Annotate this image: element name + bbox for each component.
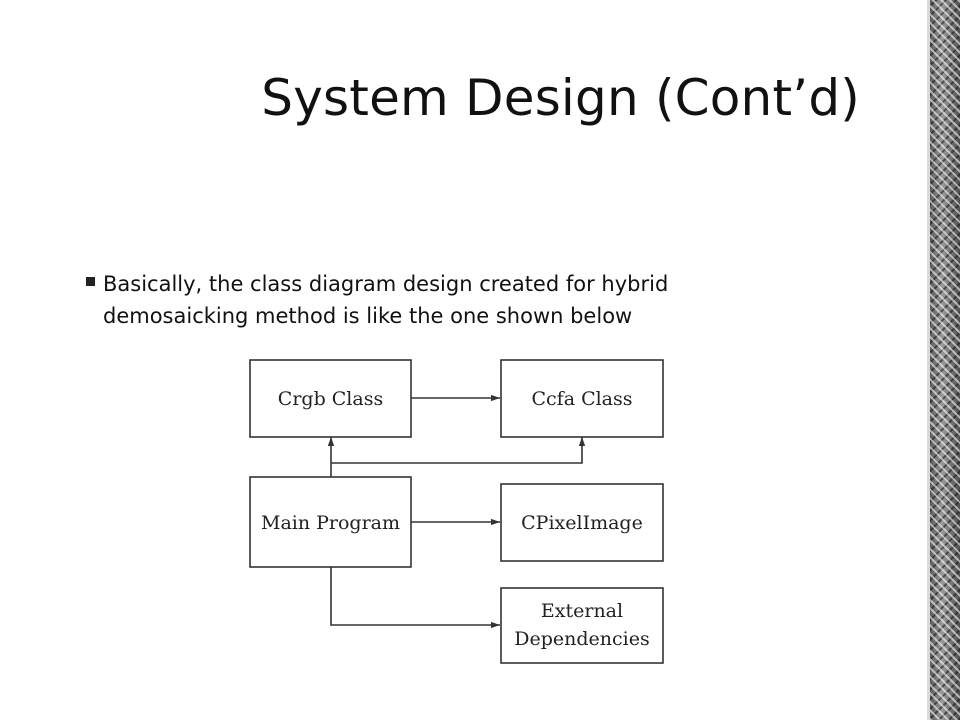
arrow-main-to-external-dependencies <box>330 567 500 629</box>
external-dependencies-label-line-1: External <box>541 600 623 622</box>
crgb-class-box: Crgb Class <box>249 359 412 438</box>
ccfa-class-label: Ccfa Class <box>531 388 632 410</box>
external-dependencies-label-line-2: Dependencies <box>514 628 649 650</box>
bullet-line-2: demosaicking method is like the one show… <box>103 304 633 328</box>
main-program-box: Main Program <box>249 476 412 568</box>
bullet-line-1: Basically, the class diagram design crea… <box>103 272 669 296</box>
decorative-textured-edge <box>930 0 960 720</box>
external-dependencies-box: External Dependencies <box>500 587 664 664</box>
crgb-class-label: Crgb Class <box>278 388 383 410</box>
slide-title: System Design (Cont’d) <box>261 69 860 127</box>
arrow-main-to-ccfa <box>331 437 586 464</box>
cpixelimage-box: CPixelImage <box>500 483 664 562</box>
cpixelimage-label: CPixelImage <box>521 512 643 534</box>
bullet-text: Basically, the class diagram design crea… <box>103 268 803 332</box>
decorative-edge-line <box>927 0 930 720</box>
ccfa-class-box: Ccfa Class <box>500 359 664 438</box>
bullet-square-icon <box>86 277 95 286</box>
main-program-label: Main Program <box>261 512 400 534</box>
